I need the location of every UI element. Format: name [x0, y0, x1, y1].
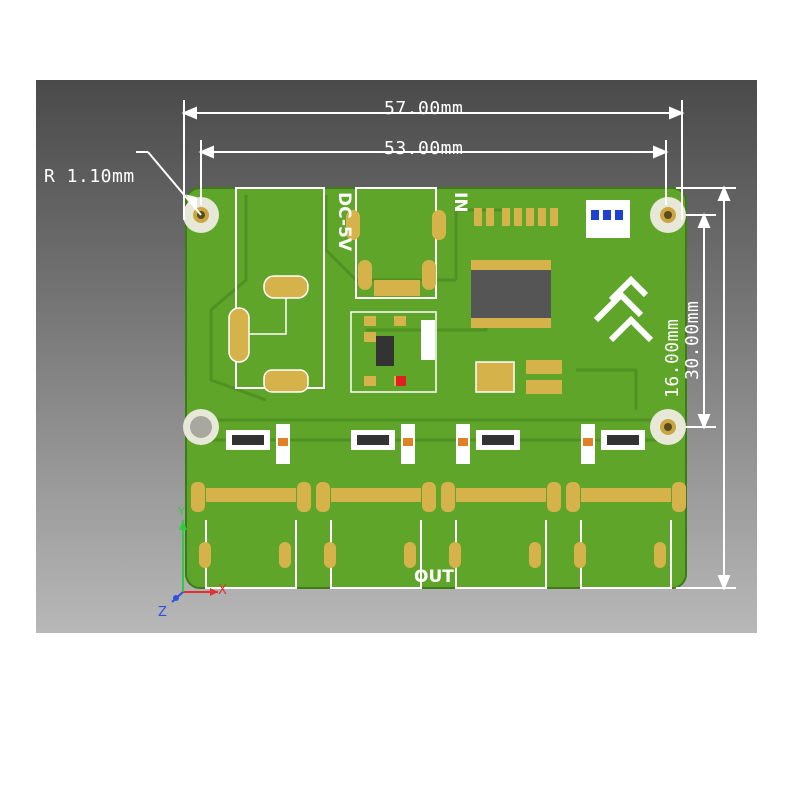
dim-width-outer: 57.00mm [384, 98, 464, 119]
axis-x-label: X [218, 583, 227, 598]
dim-width-inner: 53.00mm [384, 138, 464, 159]
input-connector [346, 187, 446, 299]
dimension-lines [136, 100, 736, 591]
dc-jack [228, 187, 325, 393]
dim-corner-radius: R 1.10mm [44, 166, 135, 187]
dim-height-total: 30.00mm [682, 300, 703, 380]
status-leds [586, 200, 630, 238]
axis-y-label: Y [178, 505, 185, 518]
axis-z-label: Z [158, 605, 167, 620]
silk-label-out: OUT [414, 567, 454, 587]
output-drivers [226, 424, 645, 464]
silk-label-in: IN [450, 192, 470, 213]
output-connectors [191, 482, 686, 589]
copper-traces [196, 195, 676, 442]
regulator-area [350, 311, 437, 393]
ic-chip [471, 260, 551, 328]
logo-graphic [593, 275, 654, 343]
pcb-drawing [136, 100, 736, 603]
axis-triad [171, 520, 218, 603]
resistor-row-top [474, 208, 558, 226]
pcb-3d-viewport[interactable]: 57.00mm 53.00mm R 1.10mm 30.00mm 16.00mm… [36, 80, 757, 633]
dim-height-partial: 16.00mm [662, 318, 683, 398]
bottom-components [475, 360, 562, 394]
silk-label-dc-5v: DC-5V [334, 192, 354, 252]
